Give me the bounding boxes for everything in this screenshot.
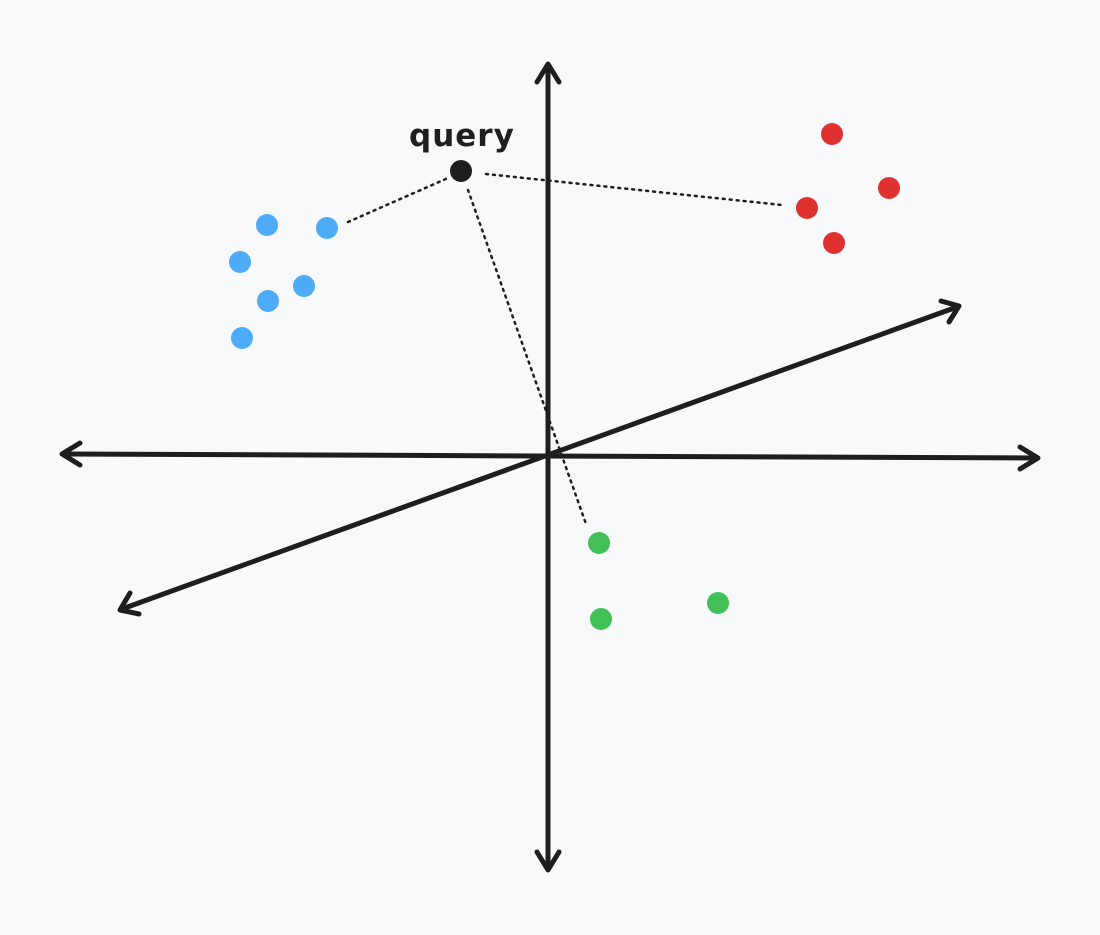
query-point <box>450 160 472 182</box>
query-label: query <box>409 118 515 154</box>
blue-point <box>293 275 315 297</box>
axes <box>59 61 1041 873</box>
vertical-axis <box>534 61 562 873</box>
red-point <box>821 123 843 145</box>
vertical-axis-bottom-arrow-icon <box>534 849 562 873</box>
blue-cluster <box>229 214 338 349</box>
connector-query-blue <box>346 176 450 224</box>
blue-point <box>257 290 279 312</box>
depth-axis <box>117 298 962 617</box>
red-point <box>823 232 845 254</box>
connector-query-red <box>484 172 784 207</box>
blue-point <box>256 214 278 236</box>
query: query <box>409 118 515 182</box>
green-point <box>588 532 610 554</box>
red-point <box>796 197 818 219</box>
connections <box>346 172 784 526</box>
depth-axis-lower-arrow-icon <box>117 590 142 617</box>
green-point <box>590 608 612 630</box>
horizontal-axis-left-arrow-icon <box>59 440 83 468</box>
blue-point <box>231 327 253 349</box>
green-point <box>707 592 729 614</box>
blue-point <box>229 251 251 273</box>
green-cluster <box>588 532 729 630</box>
red-cluster <box>796 123 900 254</box>
depth-axis-upper-arrow-icon <box>938 298 962 325</box>
connector-query-green <box>466 188 588 526</box>
blue-point <box>316 217 338 239</box>
vertical-axis-top-arrow-icon <box>534 61 562 85</box>
red-point <box>878 177 900 199</box>
horizontal-axis-right-arrow-icon <box>1017 444 1041 472</box>
